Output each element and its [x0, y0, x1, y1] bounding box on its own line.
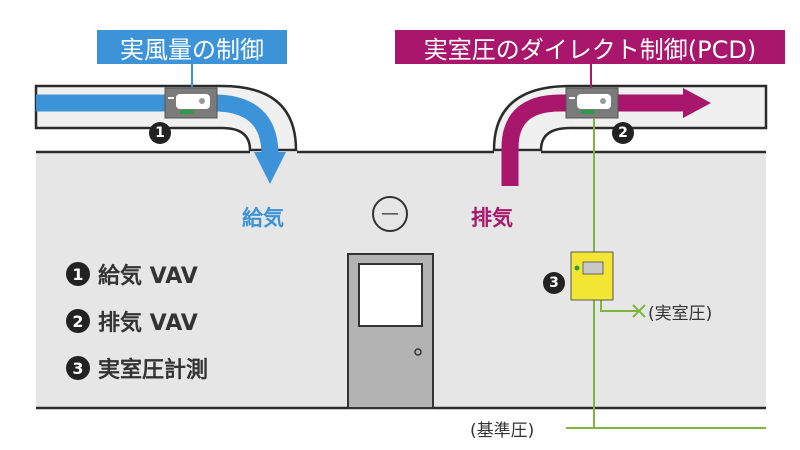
- legend-number: 1: [66, 262, 90, 286]
- supply-control-title: 実風量の制御: [97, 30, 287, 64]
- supply-vav-sensor: [176, 94, 210, 109]
- door-window: [358, 263, 423, 327]
- supply-vav-board: [180, 110, 194, 114]
- room-pressure-note: (実室圧): [648, 304, 713, 324]
- exhaust-flow-label: 排気: [471, 206, 513, 230]
- exhaust-vav-dial: [600, 98, 606, 104]
- exhaust-vav-sensor: [577, 94, 611, 109]
- room-pressure-probe: [632, 304, 646, 318]
- supply-flow-label: 給気: [242, 206, 284, 230]
- pressure-sensor: [570, 251, 614, 301]
- supply-vav-marker: 1: [149, 122, 171, 144]
- exhaust-arrowhead: [683, 88, 711, 118]
- legend-number: 3: [66, 356, 90, 380]
- legend-text: 実室圧計測: [98, 358, 209, 383]
- pressure-sensor-led: [574, 265, 580, 271]
- negative-pressure-circle: [372, 196, 408, 232]
- legend-number: 2: [66, 309, 90, 333]
- pressure-sensor-display: [582, 261, 604, 275]
- door-knob: [414, 348, 422, 356]
- supply-vav-dial: [199, 98, 205, 104]
- pressure-sensor-marker: 3: [543, 272, 565, 294]
- exhaust-vav-marker: 2: [612, 122, 634, 144]
- exhaust-vav-board: [581, 110, 595, 114]
- room-pressure-wire: [600, 300, 640, 312]
- exhaust-arrow: [501, 94, 690, 186]
- reference-pressure-note: (基準圧): [470, 421, 535, 441]
- legend-text: 給気 VAV: [98, 264, 198, 289]
- supply-arrowhead: [254, 152, 286, 184]
- pressure-control-title: 実室圧のダイレクト制御(PCD): [395, 30, 785, 64]
- legend-item: 1 給気 VAV: [66, 258, 198, 290]
- legend-item: 2 排気 VAV: [66, 305, 198, 337]
- legend-text: 排気 VAV: [98, 311, 198, 336]
- negative-pressure-symbol: —: [381, 203, 399, 224]
- legend-item: 3 実室圧計測: [66, 352, 208, 384]
